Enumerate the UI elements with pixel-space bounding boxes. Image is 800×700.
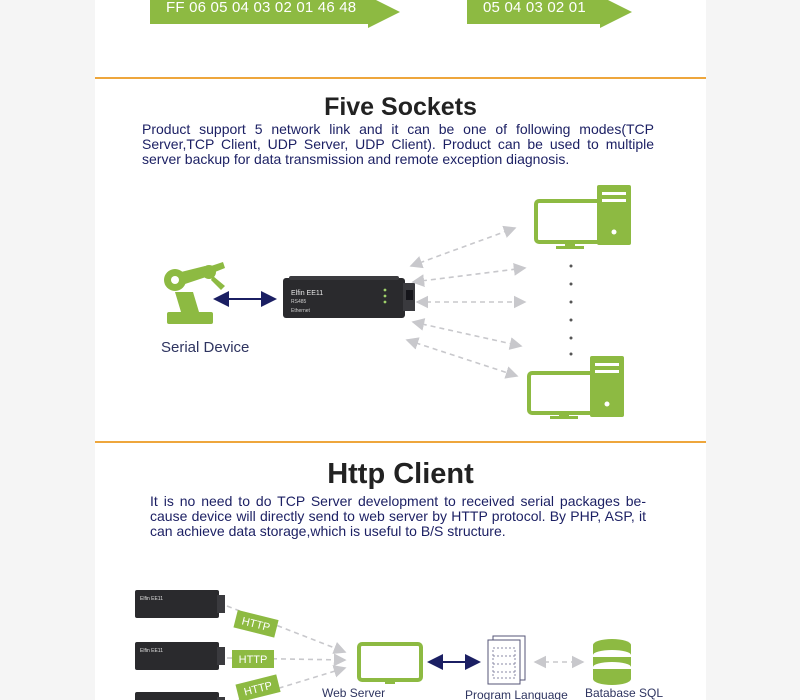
five-sockets-diagram: Elfin EE11 RS485 Ethernet	[164, 185, 631, 419]
product-info-sheet: FF 06 05 04 03 02 01 46 48 05 04 03 02 0…	[95, 0, 706, 700]
http-tag-3: HTTP	[235, 674, 281, 700]
hex-banner-left: FF 06 05 04 03 02 01 46 48	[150, 0, 400, 28]
section-divider-top	[95, 77, 706, 79]
robot-arm-icon	[164, 262, 225, 324]
serial-ethernet-device-icon: Elfin EE11 RS485 Ethernet	[283, 276, 415, 318]
hex-banner-left-text: FF 06 05 04 03 02 01 46 48	[166, 0, 357, 16]
program-document-icon	[487, 635, 526, 685]
device-eth-label: Ethernet	[291, 308, 311, 314]
http-client-description: It is no need to do TCP Server developme…	[150, 493, 646, 539]
serial-device-label: Serial Device	[161, 339, 250, 356]
socket-link-arrows	[405, 225, 527, 379]
device-icon-2: Elfin EE11	[135, 642, 225, 670]
http-tag-2-text: HTTP	[239, 654, 268, 666]
computer-icon-bottom	[527, 356, 624, 419]
device-2-brand: Elfin EE11	[140, 648, 163, 654]
device-brand-label: Elfin EE11	[291, 290, 323, 297]
http-tag-1: HTTP	[233, 609, 279, 638]
device-icon-1: Elfin EE11	[135, 590, 225, 618]
hex-banner-right-text: 05 04 03 02 01	[483, 0, 586, 16]
program-language-label: Program Language	[465, 688, 568, 700]
http-client-diagram: Elfin EE11 Elfin EE11 HTTP HTTP HT	[135, 590, 631, 700]
http-tag-2: HTTP	[232, 650, 274, 668]
web-server-label: Web Server	[322, 686, 386, 700]
device-icon-3	[135, 692, 225, 700]
five-sockets-title: Five Sockets	[324, 93, 477, 121]
database-icon	[593, 639, 631, 685]
more-servers-ellipsis	[569, 264, 573, 356]
device-port-label: RS485	[291, 299, 307, 305]
device-1-brand: Elfin EE11	[140, 596, 163, 602]
database-label: Batabase SQL	[585, 686, 664, 700]
http-client-title: Http Client	[327, 458, 474, 490]
web-server-monitor-icon	[357, 642, 423, 684]
five-sockets-description: Product support 5 network link and it ca…	[142, 121, 654, 167]
computer-icon-top	[534, 185, 631, 249]
section-divider-middle	[95, 441, 706, 443]
hex-banner-right: 05 04 03 02 01	[467, 0, 632, 28]
